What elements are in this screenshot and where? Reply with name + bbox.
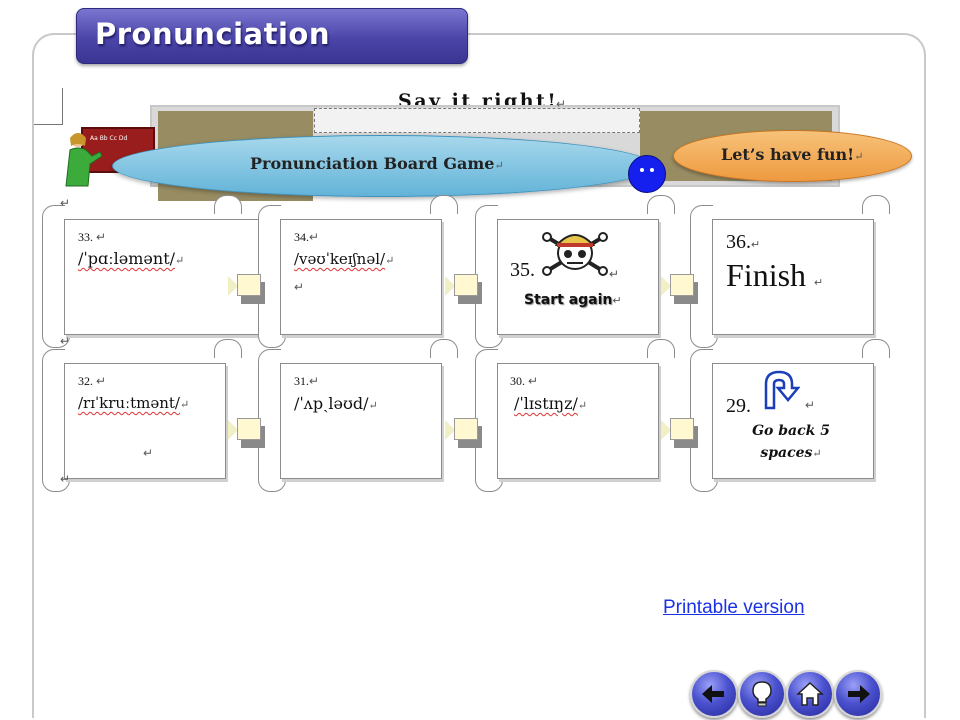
corner-mark	[34, 88, 63, 125]
lightbulb-icon	[752, 681, 772, 707]
paragraph-mark: ↵	[556, 97, 567, 111]
card-30-number: 30. ↵	[510, 374, 539, 388]
skull-crossbones-icon	[542, 232, 608, 276]
back-arrow-icon	[702, 685, 724, 703]
card-31-number: 31.↵	[294, 374, 320, 388]
connector-arrow	[445, 418, 483, 448]
paragraph-mark: ↵	[60, 334, 71, 348]
paragraph-mark: ↵	[143, 446, 154, 460]
connector-arrow	[228, 418, 266, 448]
card-34-ipa: /vəʊˈkeɪʃnəl/↵	[294, 250, 395, 268]
printable-version-link[interactable]: Printable version	[663, 597, 805, 618]
paragraph-mark: ↵	[609, 267, 620, 281]
smiley-face-icon	[628, 155, 666, 193]
connector-arrow	[661, 418, 699, 448]
back-button[interactable]	[690, 670, 738, 718]
home-button[interactable]	[786, 670, 834, 718]
paragraph-mark: ↵	[805, 398, 816, 412]
card-33-number: 33. ↵	[78, 230, 107, 244]
connector-arrow	[661, 274, 699, 304]
page-title: Pronunciation	[95, 17, 330, 51]
fun-ellipse	[673, 130, 912, 182]
game-title: Pronunciation Board Game↵	[250, 154, 504, 173]
card-30-ipa: /ˈlɪstɪŋz/↵	[514, 394, 588, 413]
banner-dashed-box	[314, 108, 640, 133]
card-31-ipa: /ˈʌpˎləʊd/↵	[294, 394, 378, 413]
card-32-number: 32. ↵	[78, 374, 107, 388]
hint-button[interactable]	[738, 670, 786, 718]
card-29-action: Go back 5 spaces↵	[736, 420, 846, 465]
svg-text:Aa Bb Cc Dd: Aa Bb Cc Dd	[90, 135, 128, 142]
card-29-action-line1: Go back 5	[752, 423, 830, 439]
connector-arrow	[445, 274, 483, 304]
card-33-ipa: /ˈpɑːləmənt/↵	[78, 249, 185, 268]
fun-text: Let’s have fun!↵	[721, 145, 864, 164]
forward-arrow-icon	[848, 685, 870, 703]
card-29-action-line2: spaces↵	[760, 445, 822, 461]
curved-back-arrow-icon	[764, 370, 800, 410]
card-34-number: 34.↵	[294, 230, 320, 244]
teacher-chalkboard-icon: Aa Bb Cc Dd	[65, 127, 155, 187]
card-32-ipa: /rɪˈkruːtmənt/↵	[78, 394, 190, 412]
home-icon	[796, 681, 824, 706]
card-36-number: 36.↵	[726, 231, 761, 253]
paragraph-mark: ↵	[294, 280, 305, 294]
card-29-number: 29.	[726, 395, 751, 417]
title-tab: Pronunciation	[76, 8, 468, 64]
game-title-ellipse	[112, 135, 654, 197]
card-35-number: 35.	[510, 259, 535, 281]
forward-button[interactable]	[834, 670, 882, 718]
connector-arrow	[228, 274, 266, 304]
paragraph-mark: ↵	[60, 472, 71, 486]
card-35-action: Start again↵	[524, 292, 622, 308]
paragraph-mark: ↵	[60, 196, 71, 210]
card-36-finish: Finish ↵	[726, 257, 824, 293]
